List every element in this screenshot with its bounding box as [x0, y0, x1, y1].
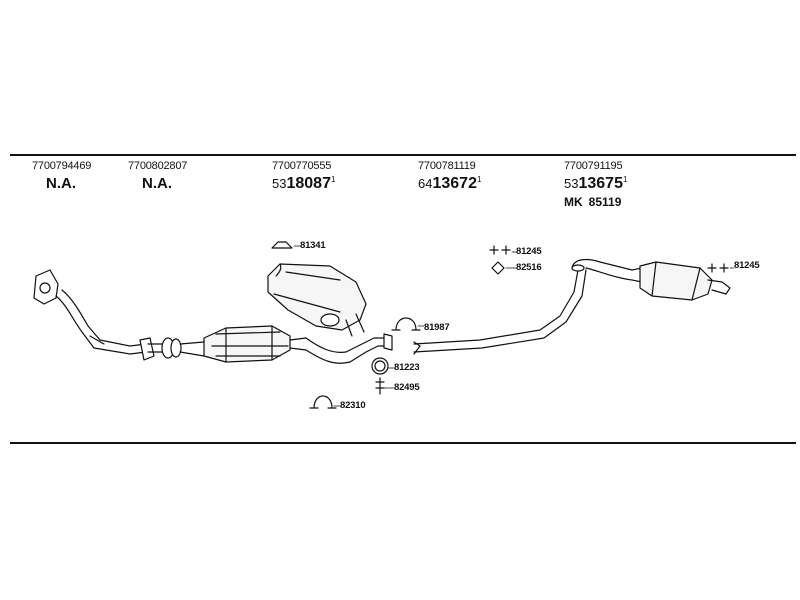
part-main-number: 13675 — [578, 175, 623, 192]
callout-81341: 81341 — [300, 240, 326, 251]
oe-number: 7700794469 — [32, 160, 92, 172]
callout-81987: 81987 — [424, 322, 450, 333]
center-pipe — [413, 269, 587, 355]
bottom-divider — [10, 442, 796, 444]
part-status: N.A. — [142, 175, 172, 192]
part-number: 64136721 — [418, 175, 481, 193]
hanger-bracket-icon — [489, 245, 511, 255]
manifold-flange — [33, 269, 59, 305]
part-column-1: 7700794469 N.A. — [32, 160, 91, 192]
callout-82516: 82516 — [516, 262, 542, 273]
part-suffix: 1 — [476, 175, 482, 184]
pipe-clamp — [139, 337, 155, 361]
catalytic-converter — [161, 325, 307, 363]
bolt-spring-icon — [375, 377, 385, 395]
part-main-number: 13672 — [432, 175, 477, 192]
part-prefix: 53 — [272, 176, 287, 191]
part-number: 53136751 — [564, 175, 627, 193]
part-suffix: 1 — [622, 175, 628, 184]
top-divider — [10, 154, 796, 156]
gasket-ring-icon — [371, 357, 389, 375]
mounting-kit: MK 85119 — [564, 195, 627, 209]
rear-silencer — [571, 258, 731, 301]
hanger-bracket-icon — [707, 263, 729, 273]
callout-icons — [271, 241, 729, 409]
part-prefix: 53 — [564, 176, 579, 191]
oe-number: 7700781119 — [418, 160, 476, 172]
clip-icon — [491, 261, 505, 275]
part-number: 53180871 — [272, 175, 335, 193]
u-clamp-icon — [309, 395, 337, 409]
callout-82495: 82495 — [394, 382, 420, 393]
part-column-5: 7700791195 53136751 MK 85119 — [564, 160, 627, 209]
callout-81245: 81245 — [516, 246, 542, 257]
rubber-hanger-icon — [271, 241, 293, 249]
part-main-number: 18087 — [286, 175, 331, 192]
mounting-kit-number: 85119 — [588, 195, 622, 209]
oe-number: 7700770555 — [272, 160, 332, 172]
callout-82310: 82310 — [340, 400, 366, 411]
callout-81223: 81223 — [394, 362, 420, 373]
u-clamp-icon — [391, 317, 421, 331]
part-prefix: 64 — [418, 176, 433, 191]
oe-number: 7700802807 — [128, 160, 188, 172]
leader-lines — [293, 245, 735, 407]
part-column-3: 7700770555 53180871 — [272, 160, 335, 193]
oe-number: 7700791195 — [564, 160, 623, 172]
flange-hole — [39, 282, 51, 294]
callout-81245-rear: 81245 — [734, 260, 760, 271]
mounting-kit-label: MK — [564, 195, 583, 209]
part-status: N.A. — [46, 175, 76, 192]
front-pipe — [33, 269, 163, 361]
part-column-4: 7700781119 64136721 — [418, 160, 481, 193]
part-column-2: 7700802807 N.A. — [128, 160, 187, 192]
part-suffix: 1 — [330, 175, 336, 184]
intermediate-silencer — [267, 263, 393, 364]
